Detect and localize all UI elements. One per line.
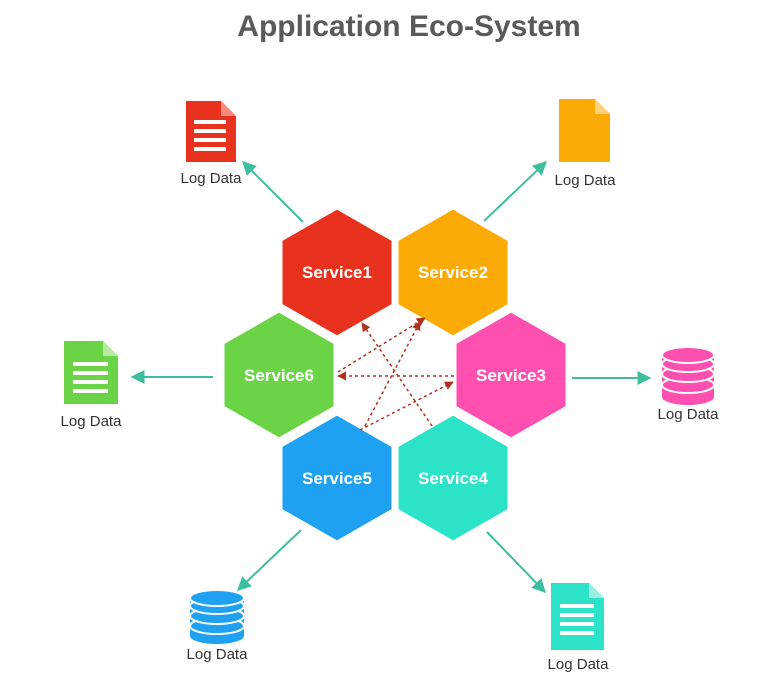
- log-service4: Log Data: [548, 583, 610, 673]
- service2-label: Service2: [418, 263, 488, 282]
- service4-node[interactable]: Service4: [395, 412, 511, 544]
- arrow-service2-log: [483, 161, 548, 222]
- service1-hexagon: [279, 206, 395, 339]
- database-icon: [189, 589, 245, 644]
- log-service1: Log Data: [181, 101, 243, 187]
- dashed-arrow-service6-service2: [337, 317, 426, 373]
- dashed-arrow-service5-service2: [364, 321, 421, 427]
- service6-hexagon: [221, 309, 337, 441]
- log-label: Log Data: [555, 172, 617, 189]
- service6-label: Service6: [244, 366, 314, 385]
- service5-node[interactable]: Service5: [279, 412, 395, 544]
- page-title: Application Eco-System: [237, 10, 580, 43]
- service2-hexagon: [395, 206, 511, 339]
- log-label: Log Data: [658, 406, 720, 423]
- service6-node[interactable]: Service6: [221, 309, 337, 441]
- service2-node[interactable]: Service2: [395, 206, 511, 339]
- log-arrows: [130, 161, 652, 594]
- service5-label: Service5: [302, 469, 372, 488]
- document-icon: [64, 341, 118, 404]
- service3-label: Service3: [476, 366, 546, 385]
- arrow-service5-log: [236, 529, 302, 591]
- inter-service-arrows: [337, 317, 454, 431]
- log-service2: Log Data: [555, 99, 617, 189]
- document-icon: [186, 101, 236, 162]
- service3-hexagon: [453, 309, 569, 441]
- log-label: Log Data: [548, 656, 610, 673]
- arrow-service1-log: [242, 161, 304, 223]
- log-label: Log Data: [61, 413, 123, 430]
- document-icon: [551, 583, 604, 650]
- log-label: Log Data: [181, 170, 243, 187]
- service3-node[interactable]: Service3: [453, 309, 569, 441]
- service4-hexagon: [395, 412, 511, 544]
- document-icon: [559, 99, 610, 162]
- service4-label: Service4: [418, 469, 488, 488]
- service1-label: Service1: [302, 263, 372, 282]
- dashed-arrow-service4-service1: [361, 322, 433, 427]
- database-icon: [661, 346, 715, 405]
- log-service6: Log Data: [61, 341, 123, 430]
- service5-hexagon: [279, 412, 395, 544]
- log-service3: Log Data: [658, 346, 720, 423]
- arrow-service4-log: [486, 531, 546, 594]
- log-label: Log Data: [187, 646, 249, 663]
- service1-node[interactable]: Service1: [279, 206, 395, 339]
- log-service5: Log Data: [187, 589, 249, 663]
